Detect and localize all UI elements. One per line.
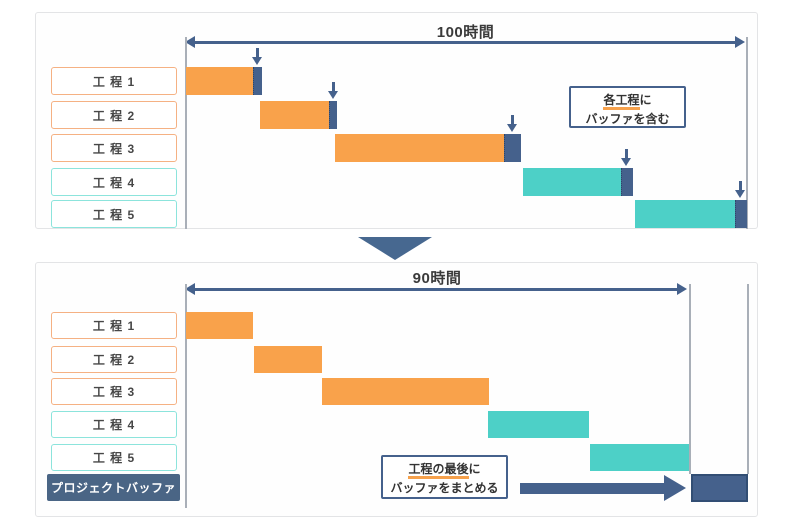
callout-line: 各工程に	[571, 91, 684, 110]
process-label: 工 程 3	[51, 134, 177, 162]
task-bar	[186, 67, 254, 95]
callout-text: に	[639, 93, 652, 107]
callout-line: バッファをまとめる	[390, 480, 499, 495]
process-label: 工 程 2	[51, 101, 177, 129]
end-guide-line	[747, 284, 749, 474]
after-panel: 90時間 工 程 1 工 程 2 工 程 3 工 程 4 工 程 5 プロジェクトバッフ…	[35, 262, 758, 517]
down-triangle-icon	[358, 237, 432, 260]
down-arrow-shaft	[331, 82, 335, 92]
down-arrow-icon	[327, 82, 339, 99]
down-arrow-shaft	[256, 48, 260, 58]
process-label: 工 程 3	[51, 378, 177, 405]
double-headed-arrow-icon	[185, 36, 195, 48]
total-duration-label: 100時間	[436, 24, 495, 41]
task-bar	[260, 101, 330, 129]
process-label: 工 程 4	[51, 168, 177, 196]
task-bar	[634, 200, 735, 228]
double-headed-arrow-icon	[677, 283, 687, 295]
before-panel: 100時間 工 程 1 工 程 2 工 程 3 工 程 4 工 程 5 各工程に バッフ…	[35, 12, 758, 229]
down-arrow-icon	[507, 115, 518, 132]
double-headed-arrow-icon	[735, 36, 745, 48]
buffer-segment	[503, 134, 522, 162]
down-arrow-head	[735, 190, 746, 198]
callout-text: に	[468, 462, 481, 476]
down-arrow-icon	[735, 181, 746, 198]
buffer-segment	[253, 67, 262, 95]
total-duration-label: 90時間	[412, 270, 462, 287]
task-bar	[487, 411, 589, 438]
project-buffer-bar	[691, 474, 749, 502]
project-buffer-label: プロジェクトバッファ	[47, 474, 180, 501]
right-block-arrow-icon	[664, 475, 686, 501]
process-label: 工 程 2	[51, 346, 177, 373]
process-label: 工 程 1	[51, 67, 177, 95]
duration-arrow-line	[193, 41, 738, 44]
down-arrow-head	[621, 158, 632, 166]
task-bar	[589, 444, 689, 471]
start-guide-line	[185, 284, 187, 508]
callout-highlight-text: 各工程	[603, 93, 640, 110]
buffer-segment	[620, 168, 634, 196]
task-bar	[322, 378, 489, 405]
end-guide-line	[746, 37, 748, 229]
right-block-arrow-icon	[520, 483, 664, 494]
task-bar	[335, 134, 504, 162]
buffer-segment	[734, 200, 747, 228]
double-headed-arrow-icon	[185, 283, 195, 295]
task-bar	[186, 312, 254, 339]
down-arrow-icon	[621, 149, 632, 166]
callout-highlight-text: 工程の最後	[408, 462, 469, 479]
after-callout: 工程の最後に バッファをまとめる	[381, 455, 508, 499]
process-label: 工 程 5	[51, 200, 177, 228]
down-arrow-shaft	[739, 181, 743, 191]
end-of-work-guide-line	[689, 284, 691, 474]
process-label: 工 程 1	[51, 312, 177, 339]
start-guide-line	[185, 37, 187, 229]
task-bar	[522, 168, 621, 196]
down-arrow-head	[327, 91, 338, 99]
duration-arrow-line	[193, 288, 680, 291]
down-arrow-head	[507, 124, 517, 132]
callout-line: バッファを含む	[585, 111, 670, 126]
down-arrow-icon	[252, 48, 263, 65]
down-arrow-shaft	[511, 115, 514, 125]
before-callout: 各工程に バッファを含む	[569, 86, 686, 128]
process-label: 工 程 4	[51, 411, 177, 438]
task-bar	[254, 346, 322, 373]
down-arrow-head	[252, 57, 263, 65]
process-label: 工 程 5	[51, 444, 177, 471]
buffer-segment	[329, 101, 338, 129]
callout-line: 工程の最後に	[383, 460, 506, 479]
down-arrow-shaft	[625, 149, 629, 159]
